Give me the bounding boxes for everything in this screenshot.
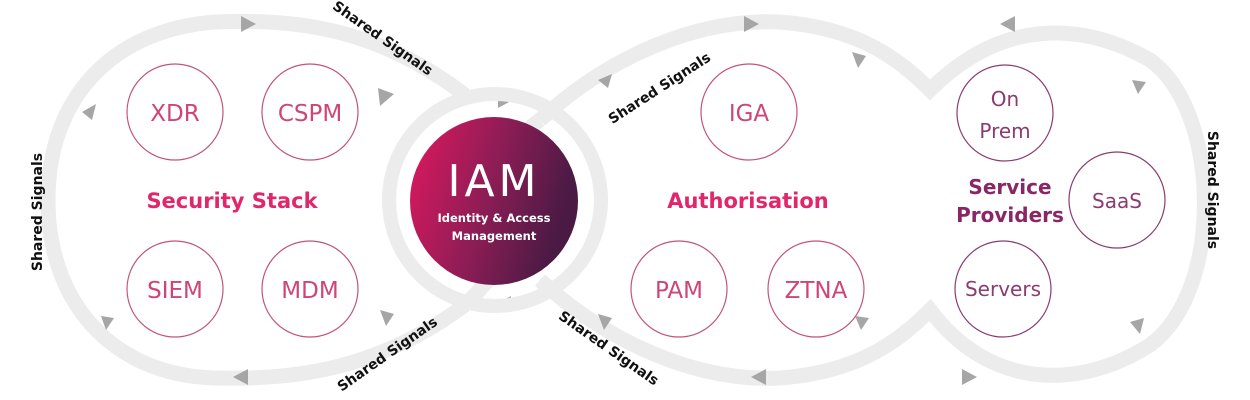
node-mdm-ring <box>261 240 359 338</box>
node-mdm-label: MDM <box>281 278 338 304</box>
signal-label-right: Shared Signals <box>1204 131 1220 249</box>
node-saas-label: SaaS <box>1092 189 1142 213</box>
arrow-auth-bottom2 <box>751 369 766 385</box>
node-cspm-label: CSPM <box>278 101 342 127</box>
service-providers-title-line1: Service <box>968 175 1051 199</box>
arrow-left-upper <box>82 104 96 120</box>
arrow-top-left <box>241 16 256 32</box>
arrow-auth-lower-right <box>855 316 869 330</box>
node-on-prem-ring <box>956 64 1054 162</box>
arrow-prov-bottom <box>962 369 977 385</box>
iam-circle <box>410 117 578 285</box>
track-right-figure <box>534 14 1212 386</box>
security-stack-section: XDR CSPM Security Stack SIEM MDM <box>126 63 359 338</box>
track-left-loop <box>40 13 470 386</box>
node-ztna-label: ZTNA <box>785 278 848 304</box>
node-cspm-ring <box>261 63 359 161</box>
arrow-prov-right-lower <box>1130 318 1144 334</box>
arrow-auth-right <box>852 52 866 68</box>
service-providers-title-line2: Providers <box>956 203 1064 227</box>
node-on-prem-line2: Prem <box>979 119 1030 143</box>
arrow-prov-top <box>1000 16 1015 32</box>
flow-arrows <box>82 16 1146 385</box>
arrow-lower-cross <box>380 310 394 326</box>
authorisation-title: Authorisation <box>667 189 828 213</box>
node-xdr-label: XDR <box>150 101 199 127</box>
node-saas-ring <box>1068 151 1166 249</box>
node-pam-label: PAM <box>655 278 703 304</box>
signal-label-bottom-left: Shared Signals <box>335 314 441 395</box>
security-stack-title: Security Stack <box>146 189 318 213</box>
signal-label-left: Shared Signals <box>30 153 46 271</box>
service-providers-section: On Prem Service Providers SaaS Servers <box>954 64 1166 338</box>
iam-outer-ring <box>382 87 608 313</box>
node-servers-label: Servers <box>965 277 1041 301</box>
iam-subtitle-line1: Identity & Access <box>438 211 551 225</box>
arrow-auth-top <box>598 74 612 88</box>
arrow-auth-bottom <box>598 314 612 330</box>
iam-title: IAM <box>447 156 540 207</box>
arrow-prov-right-upper <box>1132 80 1146 94</box>
node-servers-ring <box>954 240 1052 338</box>
node-ztna-ring <box>767 240 865 338</box>
node-pam-ring <box>630 240 728 338</box>
node-iga-label: IGA <box>729 101 770 127</box>
arrow-auth-top2 <box>744 16 759 32</box>
node-siem-label: SIEM <box>147 278 203 304</box>
iam-center: IAM Identity & Access Management <box>410 117 578 285</box>
iam-subtitle-line2: Management <box>452 229 537 243</box>
node-on-prem-line1: On <box>991 87 1019 111</box>
node-iga-ring <box>700 63 798 161</box>
node-siem-ring <box>126 240 224 338</box>
arrow-left-lower <box>101 316 114 330</box>
node-xdr-ring <box>126 63 224 161</box>
arrow-upper-cross <box>378 88 394 106</box>
authorisation-section: IGA Authorisation PAM ZTNA <box>630 63 865 338</box>
arrow-bottom-left <box>233 369 248 385</box>
